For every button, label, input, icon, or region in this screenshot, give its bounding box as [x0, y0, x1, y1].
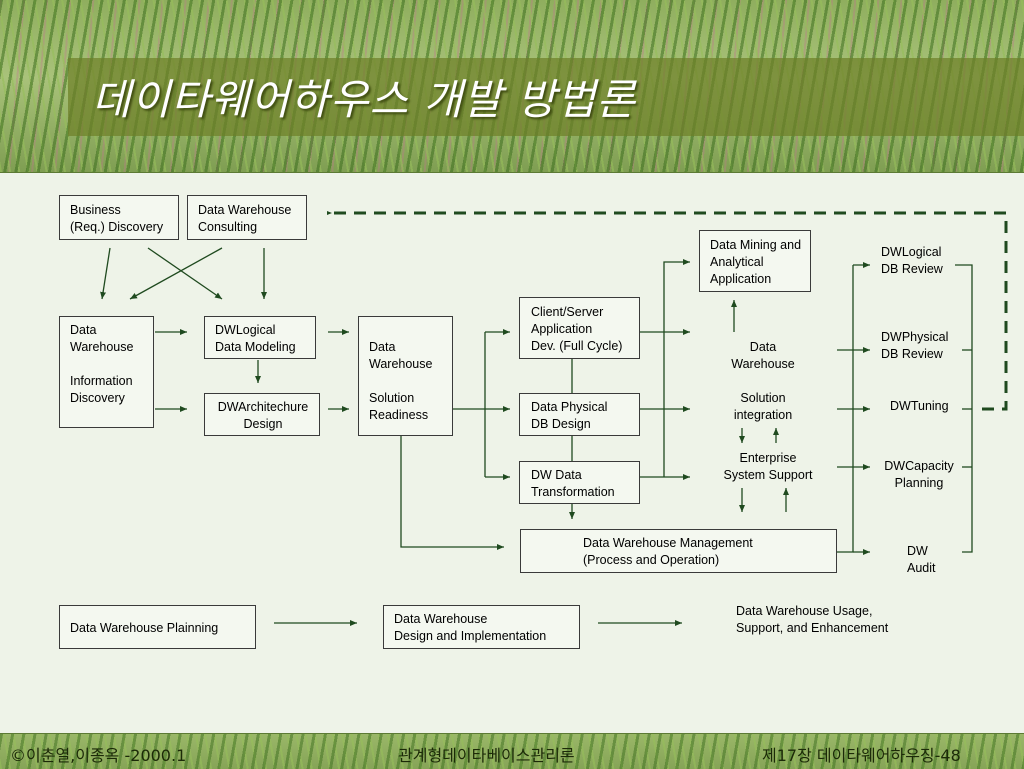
- phase-planning-label: Data Warehouse Plainning: [70, 621, 219, 635]
- dw-solution-readiness-label: Data Warehouse Solution Readiness: [369, 340, 433, 422]
- dw-management-box: [520, 529, 837, 573]
- phase-usage-label: Data Warehouse Usage, Support, and Enhan…: [736, 604, 889, 635]
- dw-logical-review-label: DWLogical DB Review: [881, 245, 943, 276]
- title-band: [68, 58, 1024, 136]
- dw-info-discovery-label: Data Warehouse Information Discovery: [70, 323, 134, 405]
- phase-design-impl-label: Data Warehouse Design and Implementation: [394, 612, 547, 643]
- dw-management-label: Data Warehouse Management (Process and O…: [583, 536, 753, 567]
- footer-copyright: ©이춘열,이종옥 -2000.1: [10, 746, 187, 765]
- phase-design-impl-box: [383, 605, 580, 649]
- phase-planning-box: [59, 605, 256, 649]
- business-discovery-label: Business (Req.) Discovery: [70, 203, 164, 234]
- dw-solution-readiness-box: [358, 316, 453, 436]
- dw-logical-modeling-label: DWLogical Data Modeling: [215, 323, 296, 354]
- dw-tuning-label: DWTuning: [890, 399, 949, 413]
- page-title: 데이타웨어하우스 개발 방법론: [92, 75, 637, 124]
- data-mining-label: Data Mining and Analytical Application: [710, 238, 802, 286]
- footer-course: 관계형데이타베이스관리론: [398, 746, 575, 765]
- dw-consulting-label: Data Warehouse Consulting: [198, 203, 292, 234]
- dw-logical-modeling-box: [204, 316, 316, 359]
- dw-architecture-design-label: DWArchitechure Design: [217, 400, 309, 431]
- dw-architecture-design-box: [204, 393, 320, 436]
- dw-info-discovery-box: [59, 316, 154, 428]
- client-server-dev-box: [519, 297, 640, 359]
- business-discovery-box: [59, 195, 179, 240]
- enterprise-support-label: Enterprise System Support: [723, 451, 813, 482]
- client-server-dev-label: Client/Server Application Dev. (Full Cyc…: [531, 305, 623, 353]
- footer-page: 제17장 데이타웨어하우징-48: [762, 746, 961, 765]
- dw-physical-review-label: DWPhysical DB Review: [881, 330, 949, 361]
- dw-solution-integration-label: Data Warehouse Solution integration: [731, 340, 795, 422]
- dw-data-transformation-box: [519, 461, 640, 504]
- dw-data-transformation-label: DW Data Transformation: [531, 468, 615, 499]
- data-physical-db-design-box: [519, 393, 640, 436]
- dw-capacity-planning-label: DWCapacity Planning: [884, 459, 954, 490]
- data-physical-db-design-label: Data Physical DB Design: [531, 400, 608, 431]
- dw-consulting-box: [187, 195, 307, 240]
- footer-bar: [0, 733, 1024, 769]
- dw-audit-label: DW Audit: [907, 544, 936, 575]
- data-mining-box: [699, 230, 811, 292]
